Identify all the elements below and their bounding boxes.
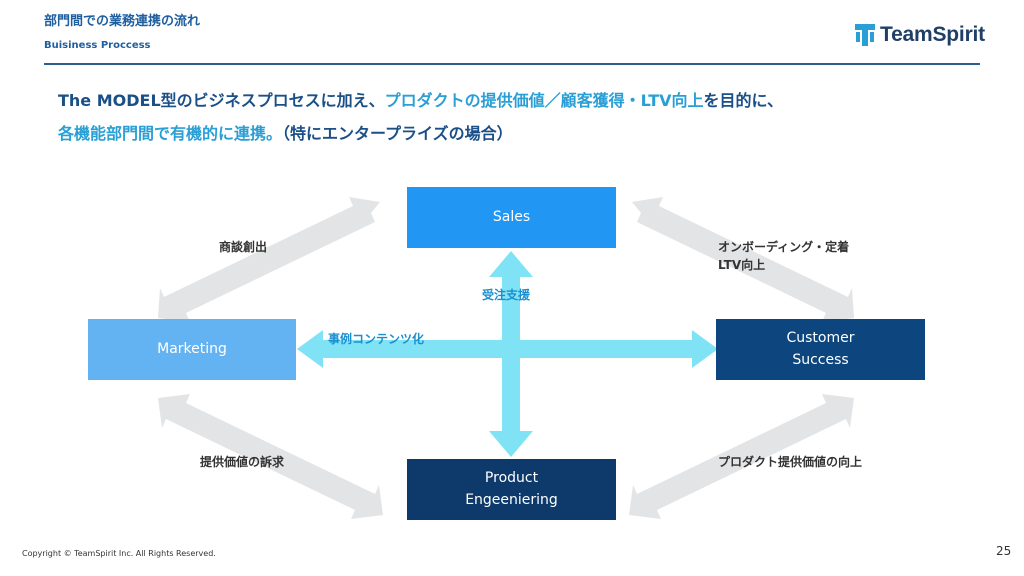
arrow-sales-marketing <box>158 197 380 322</box>
label-value-appeal: 提供価値の訴求 <box>200 455 285 469</box>
sales-label: Sales <box>492 208 531 225</box>
lead-line-2-highlight: 各機能部門間で有機的に連携。 <box>58 124 283 143</box>
arrow-marketing-product <box>158 394 383 519</box>
marketing-box: Marketing <box>88 319 296 380</box>
label-onboarding: オンボーディング・定着 <box>718 240 850 254</box>
arrow-sales-product <box>489 251 533 457</box>
label-deal-creation: 商談創出 <box>219 240 268 254</box>
header-divider <box>44 63 980 65</box>
arrow-sales-customer-success <box>632 197 854 322</box>
copyright: Copyright © TeamSpirit Inc. All Rights R… <box>22 549 216 558</box>
lead-line-1: The MODEL型のビジネスプロセスに加え、プロダクトの提供価値／顧客獲得・L… <box>58 87 783 111</box>
teamspirit-logo: TeamSpirit <box>855 22 985 48</box>
label-case-content: 事例コンテンツ化 <box>328 332 425 346</box>
lead-line-2: 各機能部門間で有機的に連携。（特にエンタープライズの場合） <box>58 120 513 144</box>
arrow-customer-success-product <box>629 394 854 519</box>
customer-success-label-line-2: Success <box>792 351 849 368</box>
logo-text: TeamSpirit <box>880 23 985 46</box>
page-number: 25 <box>996 544 1012 558</box>
page-subtitle: Buisiness Proccess <box>44 40 151 51</box>
label-ltv-up: LTV向上 <box>718 258 766 272</box>
sales-box: Sales <box>407 187 616 248</box>
lead-line-1-highlight: プロダクトの提供価値／顧客獲得・LTV向上 <box>384 91 704 110</box>
label-product-value-up: プロダクト提供価値の向上 <box>718 455 863 469</box>
product-engineering-label-line-1: Product <box>484 469 539 486</box>
lead-line-2-post: （特にエンタープライズの場合） <box>282 124 513 143</box>
teamspirit-logo-icon <box>855 24 875 46</box>
lead-line-1-pre: The MODEL型のビジネスプロセスに加え、 <box>58 91 385 110</box>
label-order-support: 受注支援 <box>482 288 531 302</box>
product-engineering-box: Product Engeeniering <box>407 459 616 520</box>
product-engineering-label-line-2: Engeeniering <box>465 491 558 508</box>
marketing-label: Marketing <box>157 340 227 357</box>
page-title: 部門間での業務連携の流れ <box>44 14 201 29</box>
customer-success-box: Customer Success <box>716 319 925 380</box>
customer-success-label-line-1: Customer <box>786 329 855 346</box>
lead-line-1-post: を目的に、 <box>703 91 784 110</box>
